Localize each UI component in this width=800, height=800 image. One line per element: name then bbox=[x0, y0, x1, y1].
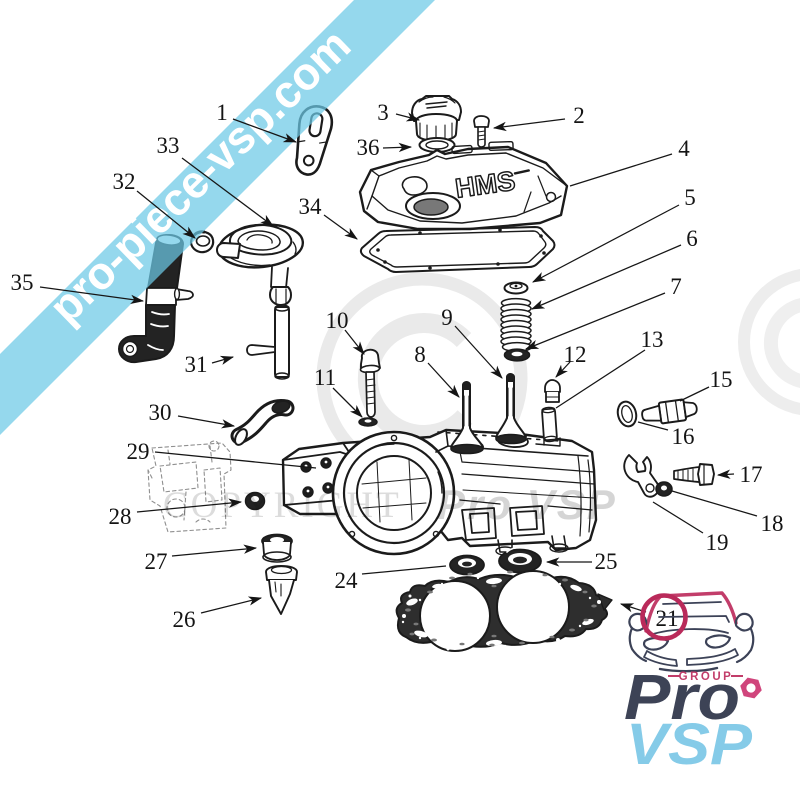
svg-text:Pro VSP: Pro VSP bbox=[437, 481, 617, 528]
svg-text:Pro: Pro bbox=[624, 661, 740, 733]
svg-text:29: 29 bbox=[127, 439, 150, 464]
svg-text:19: 19 bbox=[706, 530, 729, 555]
svg-text:18: 18 bbox=[761, 511, 784, 536]
svg-text:4: 4 bbox=[678, 136, 690, 161]
svg-text:10: 10 bbox=[326, 308, 349, 333]
svg-text:34: 34 bbox=[299, 194, 323, 219]
svg-text:6: 6 bbox=[686, 226, 698, 251]
svg-text:16: 16 bbox=[672, 424, 695, 449]
svg-text:13: 13 bbox=[641, 327, 664, 352]
svg-text:15: 15 bbox=[710, 367, 733, 392]
svg-text:35: 35 bbox=[11, 270, 34, 295]
svg-text:9: 9 bbox=[441, 305, 453, 330]
svg-text:12: 12 bbox=[564, 342, 587, 367]
svg-text:26: 26 bbox=[173, 607, 196, 632]
svg-text:VSP: VSP bbox=[626, 712, 752, 777]
svg-text:25: 25 bbox=[595, 549, 618, 574]
svg-text:31: 31 bbox=[185, 352, 208, 377]
svg-text:8: 8 bbox=[414, 342, 426, 367]
svg-text:30: 30 bbox=[149, 400, 172, 425]
svg-text:5: 5 bbox=[684, 185, 696, 210]
svg-text:GROUP: GROUP bbox=[679, 671, 734, 683]
svg-text:17: 17 bbox=[740, 462, 763, 487]
svg-text:33: 33 bbox=[157, 133, 180, 158]
svg-text:1: 1 bbox=[216, 100, 228, 125]
svg-text:28: 28 bbox=[109, 504, 132, 529]
svg-text:3: 3 bbox=[377, 100, 389, 125]
svg-text:7: 7 bbox=[670, 274, 682, 299]
svg-text:24: 24 bbox=[335, 568, 359, 593]
svg-text:36: 36 bbox=[357, 135, 380, 160]
svg-text:21: 21 bbox=[656, 606, 679, 631]
svg-text:32: 32 bbox=[113, 169, 136, 194]
svg-text:11: 11 bbox=[314, 365, 336, 390]
svg-text:27: 27 bbox=[145, 549, 168, 574]
svg-text:2: 2 bbox=[573, 103, 585, 128]
